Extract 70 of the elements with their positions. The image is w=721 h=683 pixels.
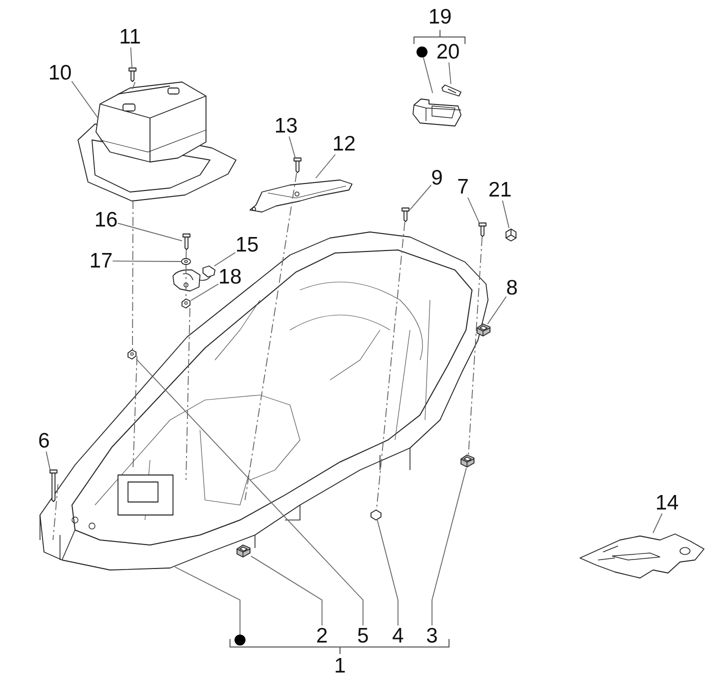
leader-line (376, 222, 406, 510)
leader-line (112, 260, 182, 262)
callout-number: 4 (392, 626, 404, 646)
nut-drawing (127, 350, 137, 359)
screw-drawing (478, 223, 487, 237)
mat-drawing (578, 533, 706, 580)
callout-number: 16 (94, 210, 118, 230)
callout-number: 5 (357, 626, 369, 646)
leader-line (468, 236, 483, 456)
leader-line (487, 296, 507, 324)
leader-line (315, 154, 336, 178)
screw-drawing (49, 470, 58, 502)
leader-line (117, 222, 182, 242)
leader-line (71, 80, 98, 118)
clip-drawing (236, 545, 251, 558)
leader-line (214, 252, 236, 266)
screw-drawing (128, 68, 137, 82)
callout-number: 21 (488, 180, 512, 200)
leader-line (448, 62, 452, 84)
callout-number: 3 (426, 626, 438, 646)
callout-number: 19 (428, 6, 452, 28)
leader-line (652, 513, 663, 534)
nut-drawing (181, 299, 191, 308)
leader-line (376, 520, 398, 626)
leader-line (244, 172, 298, 500)
leader-line (132, 82, 136, 90)
clip-drawing (370, 510, 382, 520)
pin-drawing (440, 84, 463, 98)
callout-number: 13 (274, 116, 298, 136)
leader-line (410, 184, 432, 210)
clip-drawing (504, 228, 517, 241)
washer-drawing (181, 258, 191, 265)
callout-number: 11 (119, 26, 141, 48)
cover-drawing (76, 80, 238, 202)
callout-number: 20 (436, 42, 460, 62)
leader-line (136, 358, 364, 626)
callout-number: 8 (506, 278, 518, 298)
dot-marker (416, 46, 428, 58)
leader-line (190, 284, 219, 301)
callout-number: 14 (655, 492, 679, 514)
leader-line (250, 556, 322, 626)
clip-drawing (476, 324, 491, 336)
callout-number: 2 (316, 626, 328, 646)
screw-drawing (293, 158, 302, 173)
callout-number: 9 (431, 168, 443, 188)
callout-number: 10 (48, 62, 72, 84)
screw-drawing (401, 208, 410, 222)
screw-drawing (182, 234, 191, 250)
callout-number: 6 (38, 430, 50, 452)
leader-line (186, 308, 190, 480)
leader-line (502, 200, 510, 228)
leader-line (288, 136, 296, 158)
leader-line (46, 451, 51, 470)
dot-marker (234, 634, 246, 646)
callout-number: 17 (89, 250, 113, 272)
leader-line (130, 47, 132, 68)
callout-number: 1 (334, 656, 346, 676)
leader-line (174, 566, 240, 635)
callout-number: 12 (332, 134, 356, 154)
leader-line (467, 197, 480, 224)
lock-drawing (171, 266, 217, 292)
leader-line (422, 57, 434, 94)
bracket-drawing (247, 178, 354, 215)
leader-line (432, 468, 467, 626)
callout-number: 15 (235, 234, 259, 256)
leader-line (186, 250, 187, 258)
callout-number: 18 (218, 266, 242, 288)
callout-number: 7 (457, 176, 469, 198)
clip-drawing (460, 455, 476, 468)
leader-line (132, 200, 134, 350)
